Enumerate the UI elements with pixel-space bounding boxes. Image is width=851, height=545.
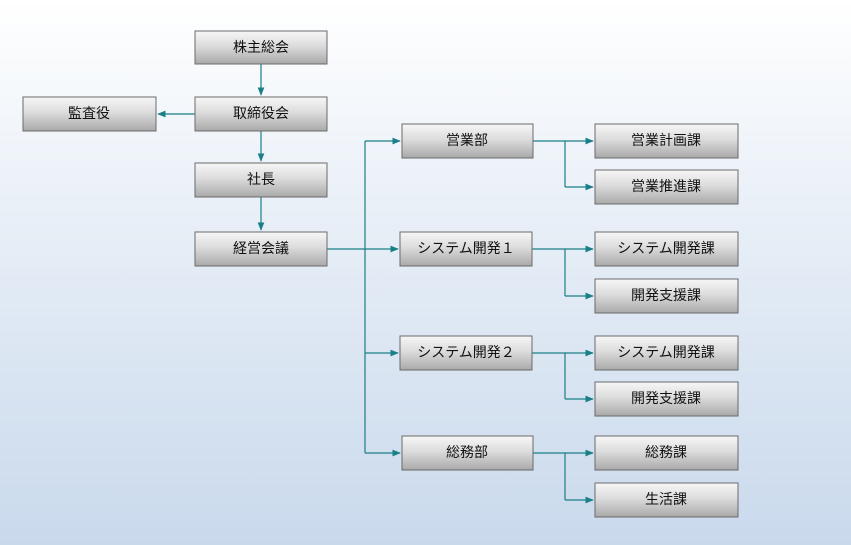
node-general-affairs-section: 総務課 [594,435,739,471]
node-dev-support-1-label: 開発支援課 [631,288,701,304]
node-general-affairs-section-label: 総務課 [645,445,687,461]
connector-system-dev-1-sections [532,248,566,296]
nodes: 株主総会 取締役会 監査役 社長 経営会議 営業部 営業計画課 営業推進課 [22,30,739,518]
node-president-label: 社長 [247,172,275,188]
connector-system-dev-2-sections [532,352,566,399]
node-sales-dept: 営業部 [401,123,534,159]
node-system-dev-1-section: システム開発課 [594,231,739,267]
node-system-dev-2-section: システム開発課 [594,335,739,371]
node-welfare-section: 生活課 [594,482,739,518]
node-system-dev-1-section-label: システム開発課 [617,241,715,257]
node-general-affairs-dept-label: 総務部 [446,445,488,461]
node-shareholders-meeting-label: 株主総会 [233,40,289,56]
node-dev-support-2-label: 開発支援課 [631,391,701,407]
node-welfare-section-label: 生活課 [645,492,687,508]
node-sales-promotion-label: 営業推進課 [631,179,701,195]
node-sales-promotion: 営業推進課 [594,169,739,205]
node-system-dev-1: システム開発１ [399,231,533,267]
connector-general-affairs-sections [533,452,566,500]
node-general-affairs-dept: 総務部 [401,435,534,471]
node-system-dev-2: システム開発２ [399,335,533,371]
node-shareholders-meeting: 株主総会 [194,30,328,65]
node-system-dev-2-label: システム開発２ [417,345,515,361]
node-sales-dept-label: 営業部 [446,133,488,149]
node-board-of-directors-label: 取締役会 [233,105,289,122]
node-sales-planning: 営業計画課 [594,123,739,159]
node-dev-support-1: 開発支援課 [594,278,739,314]
node-auditor-label: 監査役 [68,105,110,122]
node-system-dev-1-label: システム開発１ [417,241,515,257]
node-dev-support-2: 開発支援課 [594,381,739,417]
node-system-dev-2-section-label: システム開発課 [617,345,715,361]
node-president: 社長 [194,162,328,198]
node-board-of-directors: 取締役会 [194,96,328,132]
node-auditor: 監査役 [22,96,157,132]
node-management-meeting: 経営会議 [194,231,328,267]
connectors [157,64,594,504]
connector-sales-sections [533,140,566,187]
node-management-meeting-label: 経営会議 [233,240,289,257]
node-sales-planning-label: 営業計画課 [631,133,701,149]
